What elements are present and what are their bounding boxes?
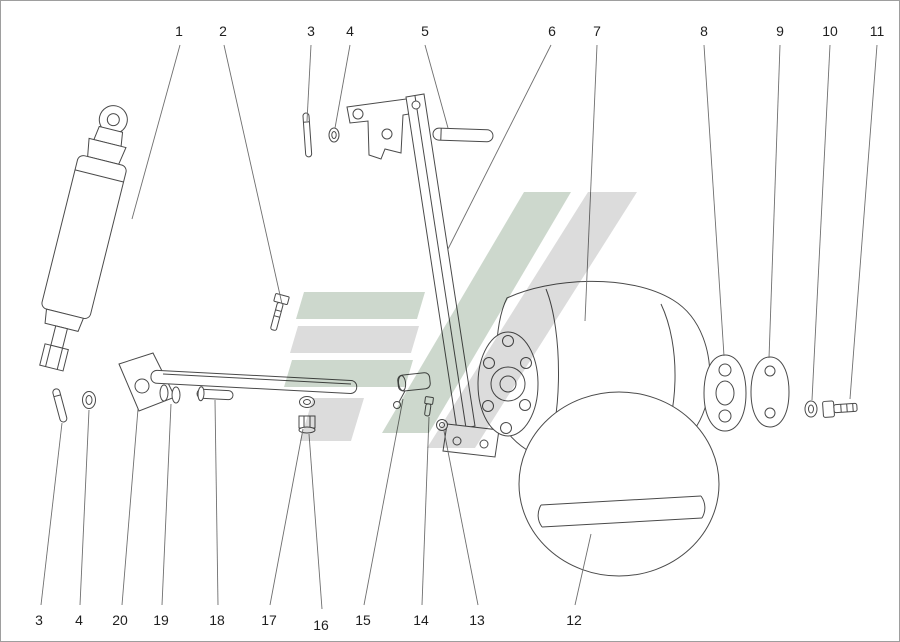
watermark-wing — [427, 192, 637, 448]
part-2-bolt — [270, 293, 290, 331]
part-8-flange — [703, 354, 747, 432]
callout-top-7: 7 — [593, 23, 601, 39]
part-10-nut — [804, 400, 818, 418]
callout-bottom-16: 16 — [313, 617, 329, 633]
part-3-pin-bottom — [52, 388, 68, 423]
watermark-logo — [284, 192, 637, 448]
callout-top-8: 8 — [700, 23, 708, 39]
leader-lines — [40, 44, 878, 610]
callout-top-4: 4 — [346, 23, 354, 39]
callout-bottom-3: 3 — [35, 612, 43, 628]
watermark-stripe — [284, 360, 413, 387]
callout-bottom-17: 17 — [261, 612, 277, 628]
callout-top-11: 11 — [869, 23, 885, 39]
callout-bottom-19: 19 — [153, 612, 169, 628]
callout-top-2: 2 — [219, 23, 227, 39]
callout-bottom-12: 12 — [566, 612, 582, 628]
part-4-washer-top — [328, 127, 340, 143]
part-9-plate — [750, 356, 790, 428]
callout-bottom-15: 15 — [355, 612, 371, 628]
part-3-pin-top — [302, 112, 313, 158]
part-11-bolt — [822, 400, 858, 418]
callout-top-9: 9 — [776, 23, 784, 39]
watermark-stripe — [290, 326, 419, 353]
part-12-disc — [518, 391, 720, 577]
part-1-cylinder — [39, 105, 128, 372]
part-18-pin — [196, 386, 234, 402]
part-4-washer-bottom — [82, 391, 96, 409]
callout-top-10: 10 — [822, 23, 838, 39]
watermark-chevron — [300, 398, 364, 441]
watermark-stripe — [296, 292, 425, 319]
callout-bottom-13: 13 — [469, 612, 485, 628]
callout-top-5: 5 — [421, 23, 429, 39]
part-5-pin — [432, 127, 494, 143]
part-19-washers — [159, 384, 181, 404]
callout-bottom-20: 20 — [112, 612, 128, 628]
callout-top-1: 1 — [175, 23, 183, 39]
callout-bottom-4: 4 — [75, 612, 83, 628]
callout-top-3: 3 — [307, 23, 315, 39]
watermark-wing — [382, 192, 571, 433]
callout-bottom-18: 18 — [209, 612, 225, 628]
callout-bottom-14: 14 — [413, 612, 429, 628]
callout-top-6: 6 — [548, 23, 556, 39]
part-17-washer — [299, 396, 315, 408]
